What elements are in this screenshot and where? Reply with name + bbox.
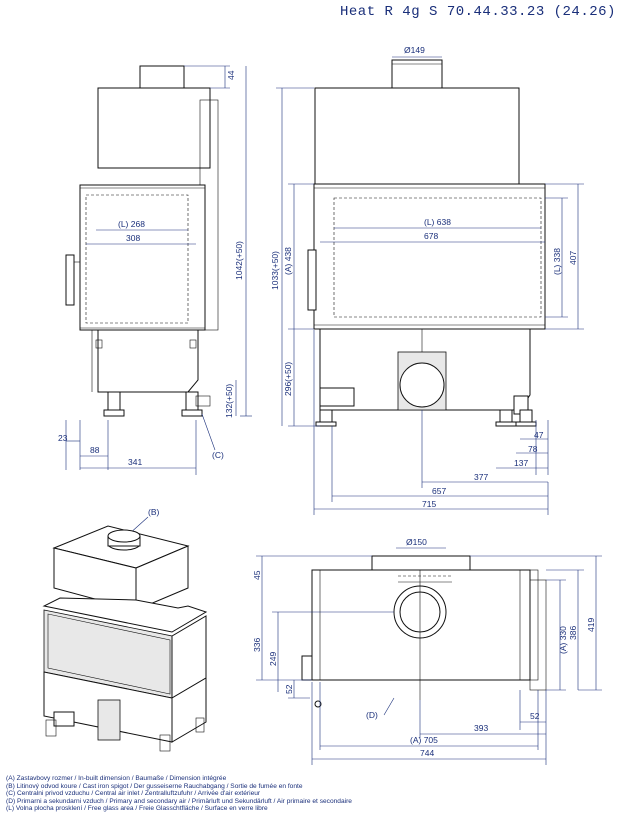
top-view: Ø150 45 336 249 52 (A) 330 386 [252, 537, 602, 765]
front-flue-spigot [391, 59, 443, 89]
side-dim-height: 1042(+50) [234, 241, 244, 280]
top-dim-393: 393 [474, 723, 488, 733]
front-upper-body [314, 87, 520, 185]
front-dim-377: 377 [474, 472, 488, 482]
side-dim-glass-w: 308 [126, 233, 140, 243]
legend: (A) Zastavbovy rozmer / In-built dimensi… [6, 775, 616, 813]
iso-base-side [171, 677, 207, 743]
top-dim-52-right: 52 [530, 711, 540, 721]
front-firebox [313, 183, 546, 330]
top-dim-a330: (A) 330 [558, 626, 568, 654]
front-dim-glass-h: (L) 338 [552, 248, 562, 275]
legend-item-d: (D) Primarni a sekundarni vzduch / Prima… [6, 797, 352, 805]
legend-item-l: (L) Volna plocha prosklení / Free glass … [6, 805, 268, 813]
iso-label-b: (B) [148, 507, 160, 517]
front-dim-657: 657 [432, 486, 446, 496]
side-lower-body [97, 329, 199, 393]
side-label-c: (C) [212, 450, 224, 460]
top-label-d: (D) [366, 710, 378, 720]
front-glass-area [333, 197, 542, 318]
front-dim-715: 715 [422, 499, 436, 509]
front-dim-137: 137 [514, 458, 528, 468]
side-dim-88: 88 [90, 445, 100, 455]
front-dim-glass-l: (L) 638 [424, 217, 451, 227]
side-glass-area [85, 194, 189, 324]
front-dim-407: 407 [568, 251, 578, 265]
front-dim-a438: (A) 438 [283, 247, 293, 275]
front-dim-height: 1033(+50) [270, 251, 280, 290]
top-dim-249: 249 [268, 652, 278, 666]
top-dim-386: 386 [568, 626, 578, 640]
model-title: Heat R 4g S 70.44.33.23 (24.26) [340, 4, 616, 20]
side-door-handle [65, 254, 75, 306]
legend-item-b: (B) Litinový odvod koure / Cast iron spi… [6, 782, 303, 790]
legend-item-c: (C) Centralni privod vzduchu / Central a… [6, 790, 261, 798]
side-dim-44: 44 [226, 70, 236, 80]
side-upper-body [97, 87, 211, 169]
top-dim-flue: Ø150 [406, 537, 427, 547]
side-dim-341: 341 [128, 457, 142, 467]
front-dim-296: 296(+50) [283, 362, 293, 396]
side-foot-front [107, 391, 121, 411]
front-air-inlet-circle [399, 362, 445, 408]
front-dim-78: 78 [528, 444, 538, 454]
front-dim-flue: Ø149 [404, 45, 425, 55]
front-dim-678: 678 [424, 231, 438, 241]
top-dim-a705: (A) 705 [410, 735, 438, 745]
front-door-handle [307, 249, 317, 311]
front-view: Ø149 1033(+50) (A) 438 296(+50) (L) 638 … [270, 45, 584, 515]
iso-upper-side [135, 545, 189, 611]
front-foot-left [319, 387, 355, 407]
top-dim-52-left: 52 [284, 684, 294, 694]
legend-item-a: (A) Zastavbovy rozmer / In-built dimensi… [6, 775, 227, 782]
side-firebox [79, 184, 206, 331]
front-dim-47: 47 [534, 430, 544, 440]
top-dim-336: 336 [252, 638, 262, 652]
iso-view: (B) [42, 507, 208, 752]
side-view: 44 1042(+50) 132(+50) (L) 268 308 23 88 … [58, 65, 252, 475]
side-dim-23: 23 [58, 433, 68, 443]
top-flue-box [371, 555, 471, 571]
iso-air-box [97, 699, 121, 741]
top-dim-45: 45 [252, 570, 262, 580]
side-dim-air-inlet: 132(+50) [224, 384, 234, 418]
top-dim-744: 744 [420, 748, 434, 758]
side-dim-glass-l: (L) 268 [118, 219, 145, 229]
side-flue-spigot [139, 65, 185, 89]
top-dim-419: 419 [586, 618, 596, 632]
